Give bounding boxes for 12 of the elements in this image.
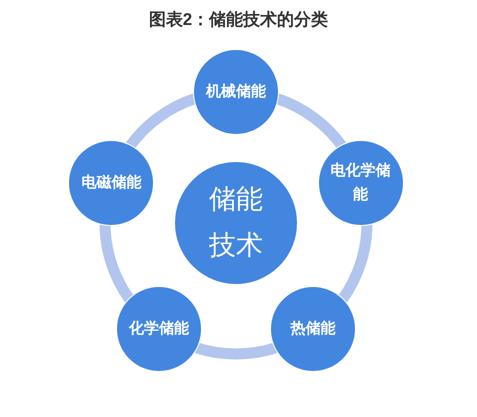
ring-arc: [275, 94, 346, 149]
category-circle: 电化学储能: [318, 140, 404, 226]
category-circle: 机械储能: [193, 49, 279, 135]
category-circle: 电磁储能: [68, 140, 154, 226]
center-circle: 储能技术: [174, 161, 298, 285]
ring-arc: [338, 223, 372, 302]
category-circle: 化学储能: [116, 286, 202, 372]
ring-arc: [126, 94, 197, 149]
category-circle: 热储能: [270, 286, 356, 372]
ring-arc: [100, 223, 134, 302]
chart-title: 图表2：储能技术的分类: [148, 9, 328, 31]
ring-arc: [194, 342, 278, 360]
